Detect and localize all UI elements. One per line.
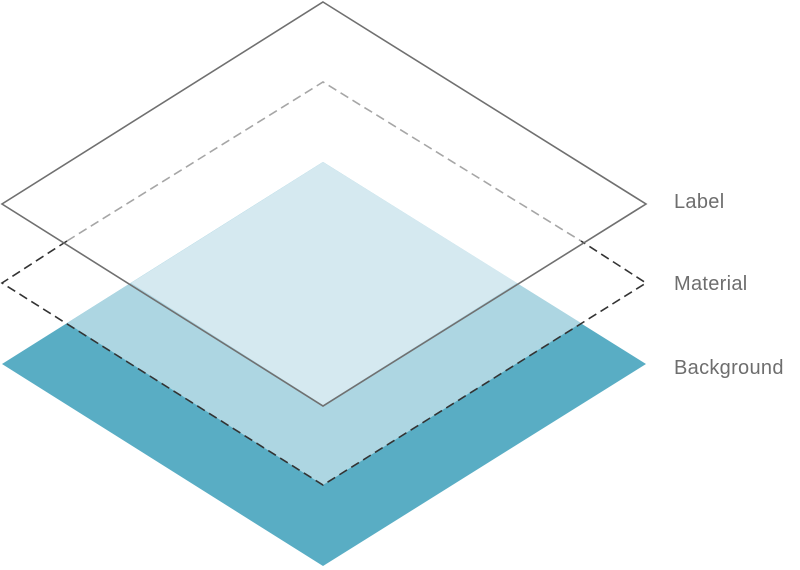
label-layer-outline: [0, 1, 648, 407]
label-material-overlap: [131, 162, 517, 405]
background-layer-text: Background: [674, 357, 784, 379]
label-layer-text: Label: [674, 191, 724, 213]
material-outline-lower: [0, 240, 648, 486]
material-layer-text: Material: [674, 273, 748, 295]
material-outline-upper: [66, 81, 582, 242]
